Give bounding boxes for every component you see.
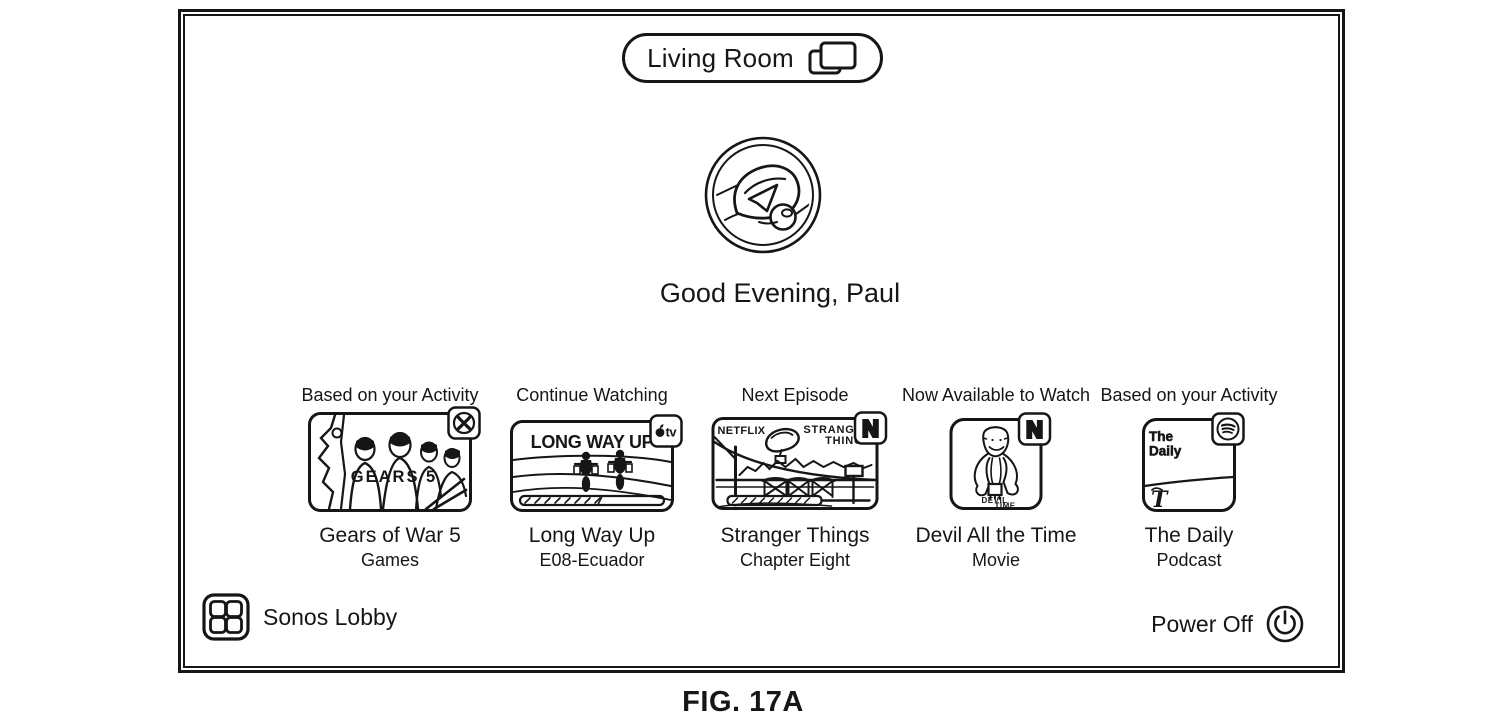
- power-icon: [1264, 603, 1306, 645]
- sonos-lobby-button[interactable]: Sonos Lobby: [202, 593, 397, 641]
- card-title: Gears of War 5: [290, 524, 490, 548]
- screen-frame: Living Room: [178, 9, 1345, 673]
- greeting-text: Good Evening, Paul: [630, 278, 930, 309]
- user-avatar: [703, 135, 823, 255]
- card-devil-all-the-time[interactable]: DEVIL TIME N Now Available to Watch Devi…: [896, 385, 1096, 595]
- power-off-label: Power Off: [1151, 611, 1253, 638]
- card-subtitle: E08-Ecuador: [492, 550, 692, 571]
- sonos-lobby-label: Sonos Lobby: [263, 604, 397, 631]
- card-the-daily[interactable]: The Daily T Based on your Activity The D…: [1094, 385, 1284, 595]
- card-subtitle: Podcast: [1094, 550, 1284, 571]
- displays-icon: [808, 39, 858, 77]
- badge-label: N: [862, 416, 879, 442]
- card-artwork[interactable]: NETFLIX STRANGER THINGS N: [712, 417, 879, 510]
- nyt-t-glyph: T: [1151, 487, 1169, 512]
- card-title: Long Way Up: [492, 524, 692, 548]
- power-off-button[interactable]: Power Off: [1151, 603, 1306, 645]
- card-artwork[interactable]: GEARS 5: [308, 412, 472, 512]
- netflix-badge-icon: N: [1018, 412, 1052, 446]
- spotify-badge-icon: [1211, 412, 1245, 446]
- card-title: Stranger Things: [695, 524, 895, 548]
- room-selector-label: Living Room: [647, 43, 794, 74]
- badge-label: tv: [666, 425, 678, 440]
- xbox-badge-icon: [447, 406, 481, 440]
- card-subtitle: Chapter Eight: [695, 550, 895, 571]
- art-brand-text: NETFLIX: [718, 425, 766, 437]
- app-grid-icon: [202, 593, 250, 641]
- room-selector-button[interactable]: Living Room: [622, 33, 883, 83]
- card-long-way-up[interactable]: Continue Watching: [492, 385, 692, 595]
- helmet-avatar-icon: [703, 135, 823, 255]
- badge-label: N: [1026, 417, 1043, 443]
- card-artwork[interactable]: DEVIL TIME N: [950, 418, 1043, 510]
- card-title: Devil All the Time: [896, 524, 1096, 548]
- art-title-text: LONG WAY UP: [531, 432, 654, 452]
- card-gears-of-war-5[interactable]: Based on your Activity GEAR: [290, 385, 490, 595]
- card-header: Now Available to Watch: [896, 385, 1096, 409]
- card-stranger-things[interactable]: NETFLIX STRANGER THINGS N Next Episode S…: [695, 385, 895, 595]
- card-header: Based on your Activity: [1094, 385, 1284, 409]
- art-title-line2: TIME: [995, 502, 1016, 511]
- art-title-line1: The: [1149, 429, 1173, 444]
- card-header: Continue Watching: [492, 385, 692, 409]
- card-artwork[interactable]: The Daily T: [1142, 418, 1236, 512]
- apple-tv-badge-icon: tv: [649, 414, 683, 448]
- art-title-text: GEARS 5: [351, 468, 437, 486]
- card-header: Next Episode: [695, 385, 895, 409]
- card-title: The Daily: [1094, 524, 1284, 548]
- netflix-badge-icon: N: [854, 411, 888, 445]
- figure-caption: FIG. 17A: [593, 686, 893, 719]
- art-title-line2: Daily: [1149, 444, 1182, 459]
- card-subtitle: Games: [290, 550, 490, 571]
- card-artwork[interactable]: LONG WAY UP tv: [510, 420, 674, 512]
- card-subtitle: Movie: [896, 550, 1096, 571]
